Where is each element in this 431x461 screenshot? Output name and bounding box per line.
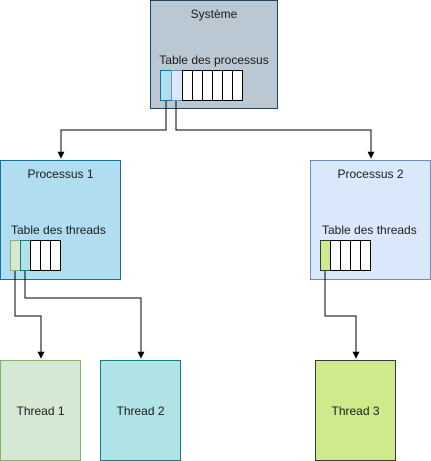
thread-1-label: Thread 1 (16, 403, 65, 418)
thread-table-cell (360, 240, 371, 271)
arrow-processus-1-to-thread-2 (24, 271, 145, 359)
thread-table-cell (50, 240, 61, 271)
thread-2-box: Thread 2 (100, 360, 181, 461)
processus-1-thread-table-label: Table des threads (11, 223, 106, 237)
process-table-label: Table des processus (159, 53, 269, 67)
thread-3-box: Thread 3 (315, 360, 396, 461)
systeme-title: Système (190, 7, 238, 21)
arrow-processus-2-to-thread-3 (324, 271, 360, 359)
thread-3-label: Thread 3 (331, 403, 380, 418)
processus-2-thread-table-label: Table des threads (322, 223, 417, 237)
arrow-systeme-to-processus-1 (57, 101, 167, 159)
thread-2-label: Thread 2 (116, 403, 165, 418)
arrow-processus-1-to-thread-1 (14, 271, 45, 359)
processus-1-title: Processus 1 (27, 167, 94, 181)
arrow-systeme-to-processus-2 (175, 101, 375, 159)
processus-2-box: Processus 2 Table des threads (310, 160, 431, 280)
process-table-cell (232, 70, 243, 101)
processus-2-title: Processus 2 (337, 167, 404, 181)
thread-1-box: Thread 1 (0, 360, 81, 461)
